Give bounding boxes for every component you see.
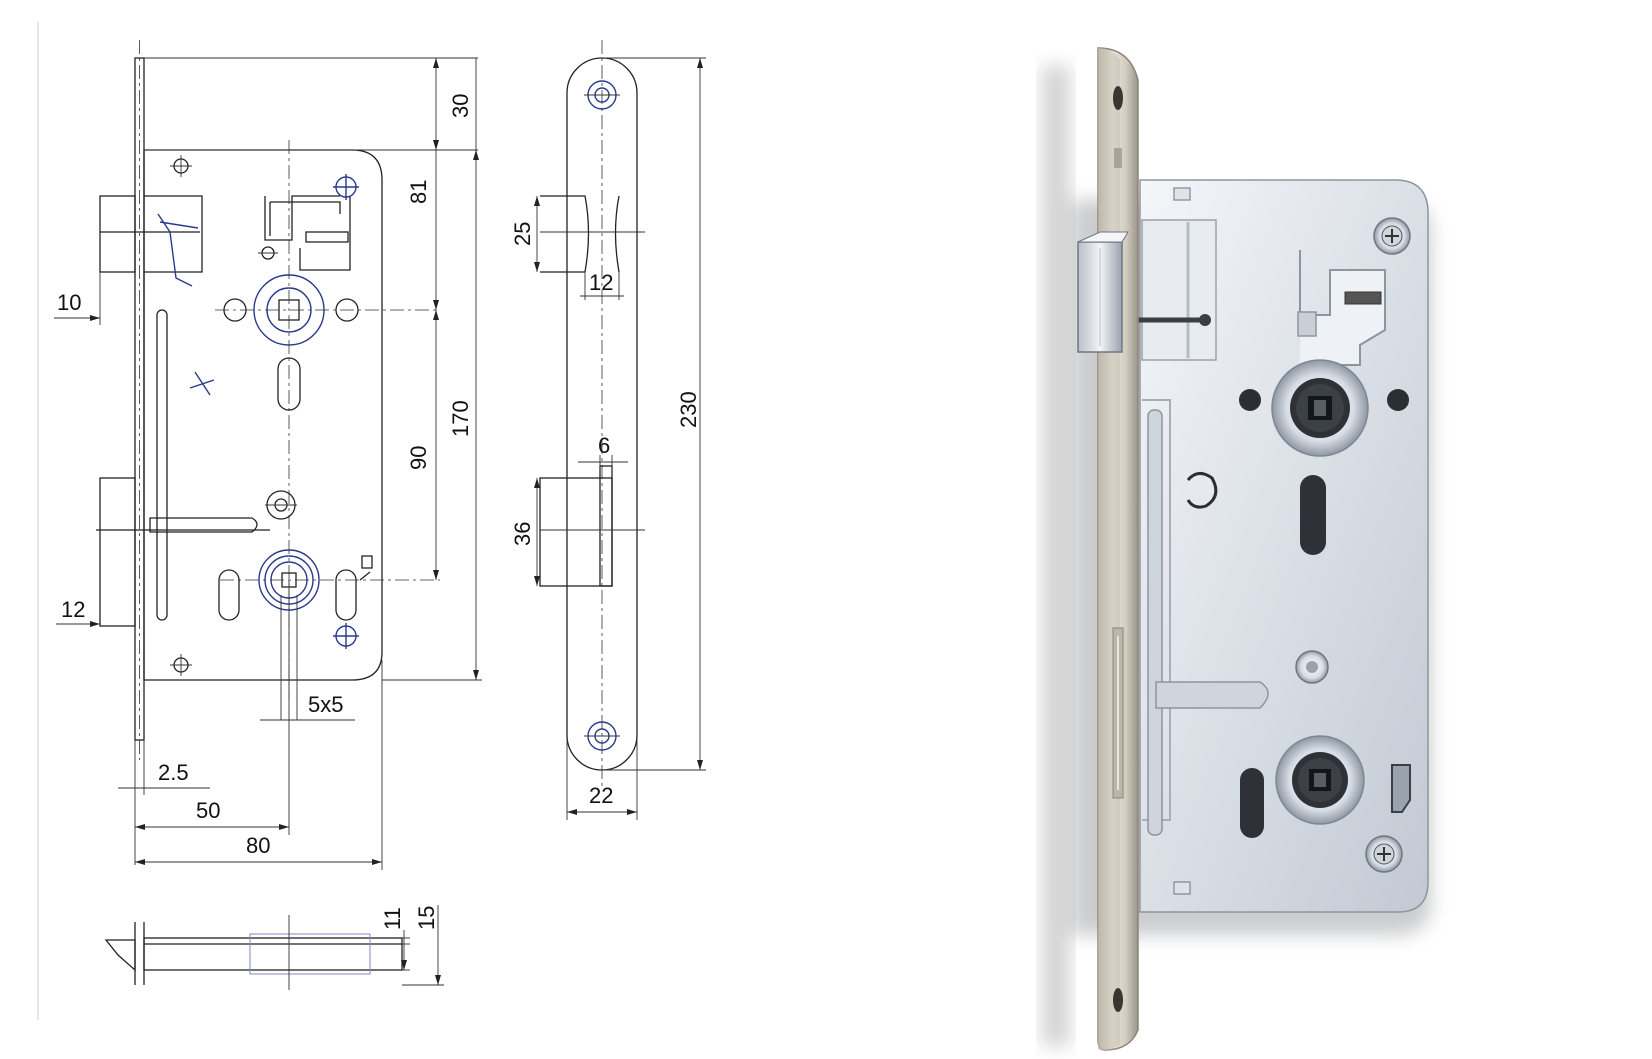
top-view-drawing: 11 15: [104, 905, 444, 990]
dim-50: 50: [196, 798, 220, 823]
dim-230: 230: [676, 391, 701, 428]
dim-15: 15: [414, 906, 439, 930]
screw-top-right: [333, 174, 359, 200]
dim-90: 90: [406, 446, 431, 470]
dim-11: 11: [380, 907, 405, 930]
latch-bolt-render: [1077, 231, 1129, 353]
dim-170: 170: [448, 400, 473, 437]
front-faceplate-outline: [566, 57, 638, 771]
top-screw: [1373, 217, 1411, 255]
front-view-dimensions: 25 12 6 36 230 22: [510, 57, 706, 820]
bottom-screw: [1365, 835, 1403, 873]
latch-bolt: [99, 195, 136, 273]
lock-product-render: [1042, 47, 1431, 1051]
dim-30: 30: [448, 94, 473, 118]
dim-80: 80: [246, 833, 270, 858]
front-view-drawing: [539, 40, 645, 790]
lower-follower-rosette: [1275, 735, 1365, 825]
dim-12-front: 12: [589, 270, 613, 295]
screw-bottom-left: [170, 654, 192, 676]
side-view-drawing: [96, 40, 478, 760]
dim-81: 81: [406, 180, 431, 204]
screw-top-left: [170, 155, 192, 177]
bolt: [99, 477, 136, 627]
upper-follower-rosette: [1239, 359, 1409, 457]
screw-bottom-right: [333, 623, 359, 649]
dim-5x5: 5x5: [308, 692, 343, 717]
dim-10: 10: [57, 290, 81, 315]
dim-22: 22: [589, 783, 613, 808]
dim-2-5: 2.5: [158, 760, 189, 785]
dim-6: 6: [598, 433, 610, 458]
side-view-dimensions: 10 12 2.5 50 80 5x5 30 81: [54, 58, 482, 870]
dim-36: 36: [510, 522, 535, 546]
dim-12-left: 12: [61, 597, 85, 622]
dim-25: 25: [510, 222, 535, 246]
case-outline: [143, 149, 383, 681]
